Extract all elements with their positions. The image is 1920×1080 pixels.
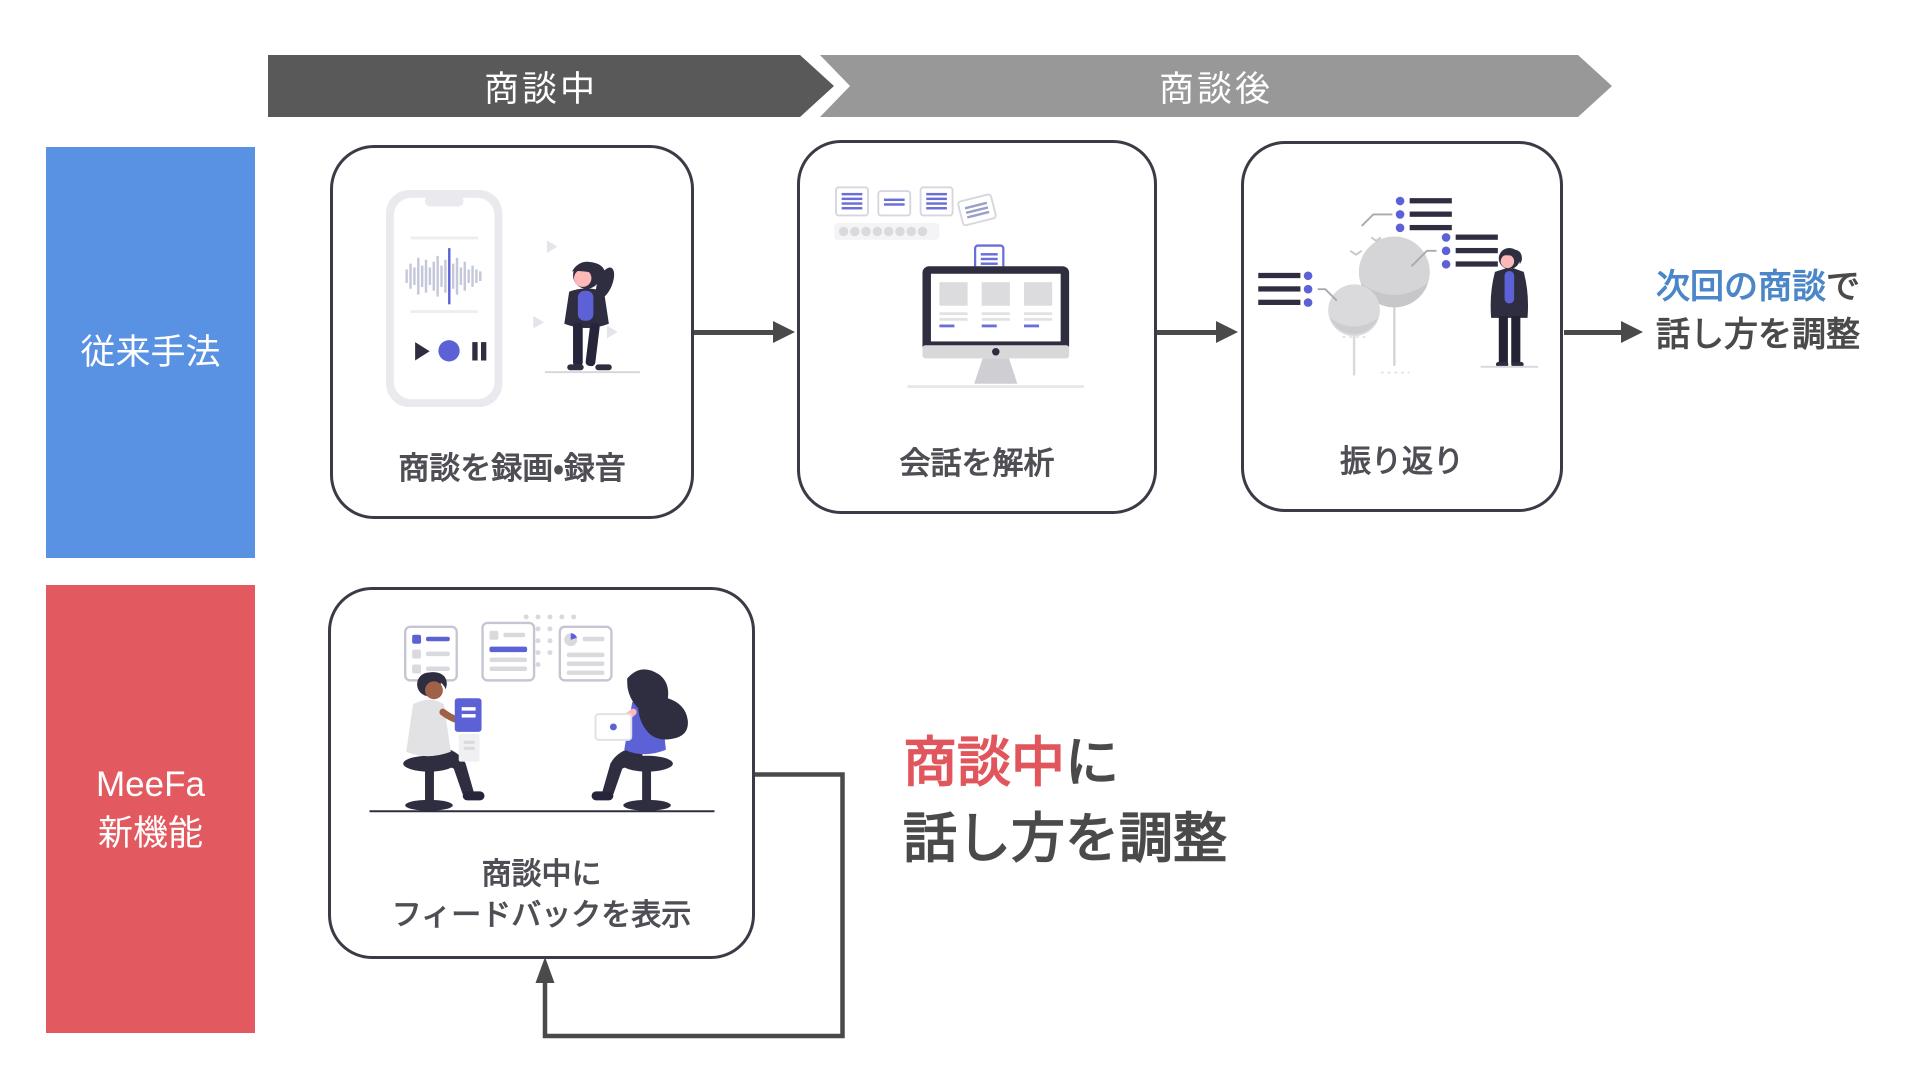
outcome-traditional-rest: で	[1826, 268, 1860, 306]
step-card-record: 商談を録画・録音	[330, 145, 694, 519]
row-label-traditional-text: 従来手法	[80, 333, 221, 372]
row-label-traditional: 従来手法	[46, 147, 255, 558]
step-card-review: 振り返り	[1241, 141, 1563, 512]
row-label-meefa-line1: MeeFa	[96, 765, 205, 804]
timeline-after-label: 商談後	[1158, 69, 1273, 109]
outcome-traditional-line2: 話し方を調整	[1656, 315, 1860, 354]
phone-recording-icon	[386, 189, 640, 407]
step-caption-review: 振り返り	[1340, 444, 1464, 480]
review-charts-person-icon	[1258, 196, 1539, 375]
row-label-meefa: MeeFa 新機能	[46, 585, 255, 1033]
feedback-loop-arrow	[535, 772, 845, 1039]
timeline-band-after: 商談後	[820, 55, 1612, 117]
outcome-meefa-rest: に	[1065, 733, 1119, 793]
step-caption-record: 商談を録画・録音	[398, 451, 626, 487]
step-caption-feedback: 商談中に フィードバックを表示	[392, 855, 691, 936]
timeline-during-label: 商談中	[483, 69, 598, 109]
live-feedback-illustration	[331, 590, 752, 855]
live-feedback-meeting-icon	[369, 613, 714, 812]
step-card-analyze: 会話を解析	[797, 140, 1157, 514]
outcome-meefa-highlight: 商談中	[903, 733, 1065, 793]
arrow-review-to-outcome	[1564, 321, 1643, 343]
computer-analysis-icon	[834, 185, 1085, 388]
phone-recording-illustration	[333, 148, 691, 448]
computer-analysis-illustration	[800, 143, 1154, 443]
outcome-traditional-highlight: 次回の商談	[1656, 268, 1826, 306]
outcome-meefa: 商談中に 話し方を調整	[903, 726, 1227, 877]
row-label-meefa-line2: 新機能	[97, 814, 203, 853]
arrow-analyze-to-review	[1157, 321, 1238, 343]
step-card-feedback: 商談中に フィードバックを表示	[328, 587, 755, 959]
outcome-meefa-line2: 話し方を調整	[903, 808, 1227, 869]
step-caption-analyze: 会話を解析	[899, 446, 1055, 482]
timeline-band-during: 商談中	[268, 55, 834, 117]
arrow-record-to-analyze	[694, 321, 795, 343]
row-label-meefa-text: MeeFa 新機能	[96, 760, 205, 858]
review-illustration	[1244, 144, 1560, 441]
outcome-traditional: 次回の商談で 話し方を調整	[1656, 264, 1860, 359]
step-caption-feedback-line1: 商談中に	[481, 858, 602, 891]
step-caption-feedback-line2: フィードバックを表示	[391, 898, 692, 932]
